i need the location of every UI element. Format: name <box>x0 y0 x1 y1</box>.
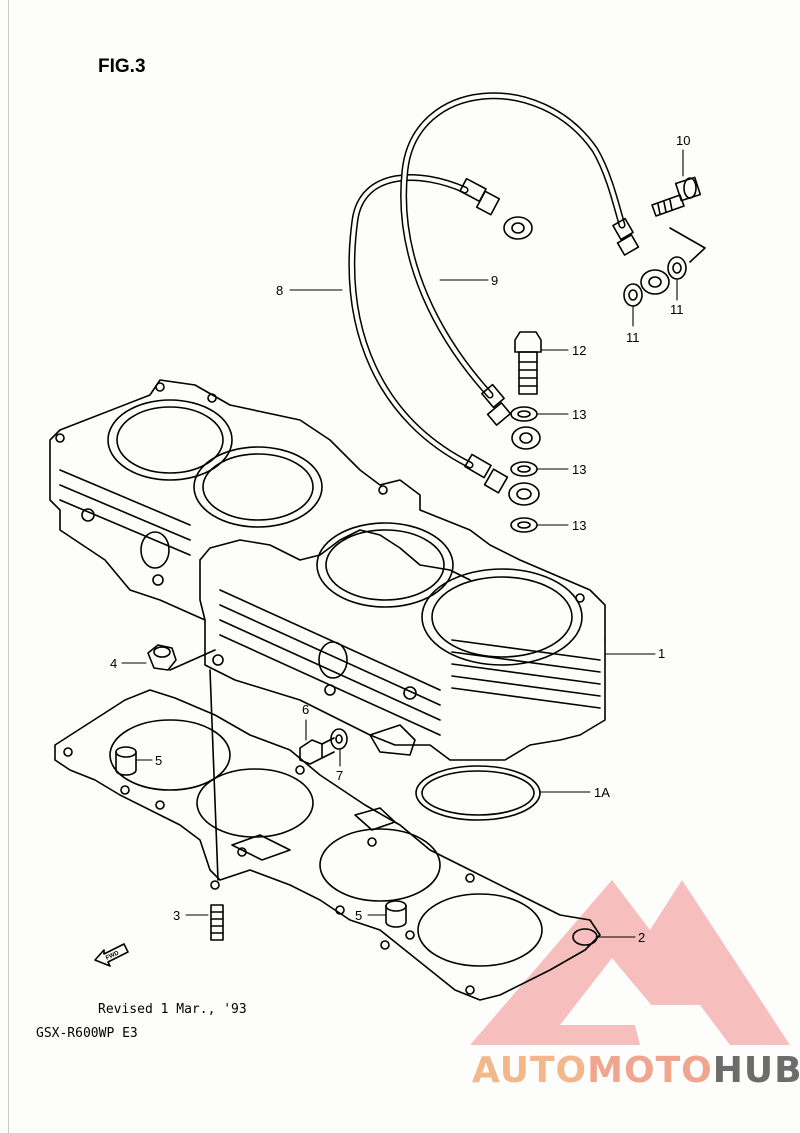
watermark-part-hub: HUB <box>712 1050 800 1091</box>
callout-6: 6 <box>302 702 309 717</box>
o-ring-1a <box>415 765 541 821</box>
callout-9: 9 <box>491 273 498 288</box>
oil-hose-8 <box>348 174 540 506</box>
watermark-part-moto: MOTO <box>587 1050 713 1091</box>
union-bolt-10 <box>651 176 706 263</box>
cylinder-gasket-2 <box>54 689 601 1001</box>
figure-title: FIG.3 <box>98 56 146 77</box>
callout-labels: 1 1A 2 3 4 5 5 6 7 8 9 10 11 11 12 13 13… <box>110 133 690 945</box>
bolt-6 <box>299 737 335 765</box>
callout-11-left: 11 <box>626 330 640 345</box>
revision-note: Revised 1 Mar., '93 <box>98 1002 247 1017</box>
callout-13-bottom: 13 <box>572 518 586 533</box>
callout-10: 10 <box>676 133 690 148</box>
nut-4 <box>147 644 177 671</box>
watermark-part-auto: AUTO <box>472 1050 588 1091</box>
triangle-logo-icon <box>470 880 790 1045</box>
callout-5-lower: 5 <box>355 908 362 923</box>
gasket-washer-13 <box>510 406 538 533</box>
cylinder-block-1 <box>49 379 606 761</box>
callout-2: 2 <box>638 930 645 945</box>
washer-7 <box>330 728 348 750</box>
watermark-brand: AUTOMOTOHUB <box>472 1050 800 1091</box>
dowel-pin-5 <box>115 746 407 928</box>
stud-bolt-3 <box>209 669 224 941</box>
callout-12: 12 <box>572 343 586 358</box>
callout-1: 1 <box>658 646 665 661</box>
page-margin-rule <box>8 0 9 1133</box>
callout-11-right: 11 <box>670 302 684 317</box>
oil-hose-9 <box>400 92 670 450</box>
callout-7: 7 <box>336 768 343 783</box>
model-code: GSX-R600WP E3 <box>36 1026 138 1041</box>
callout-4: 4 <box>110 656 117 671</box>
callout-1a: 1A <box>594 785 610 800</box>
union-bolt-12 <box>514 331 542 395</box>
callout-3: 3 <box>173 908 180 923</box>
callout-5-upper: 5 <box>155 753 162 768</box>
fwd-arrow-icon: FWD <box>94 943 129 967</box>
leader-lines <box>121 149 684 938</box>
callout-8: 8 <box>276 283 283 298</box>
fwd-label: FWD <box>105 950 121 961</box>
callout-13-top: 13 <box>572 407 586 422</box>
callout-13-middle: 13 <box>572 462 586 477</box>
